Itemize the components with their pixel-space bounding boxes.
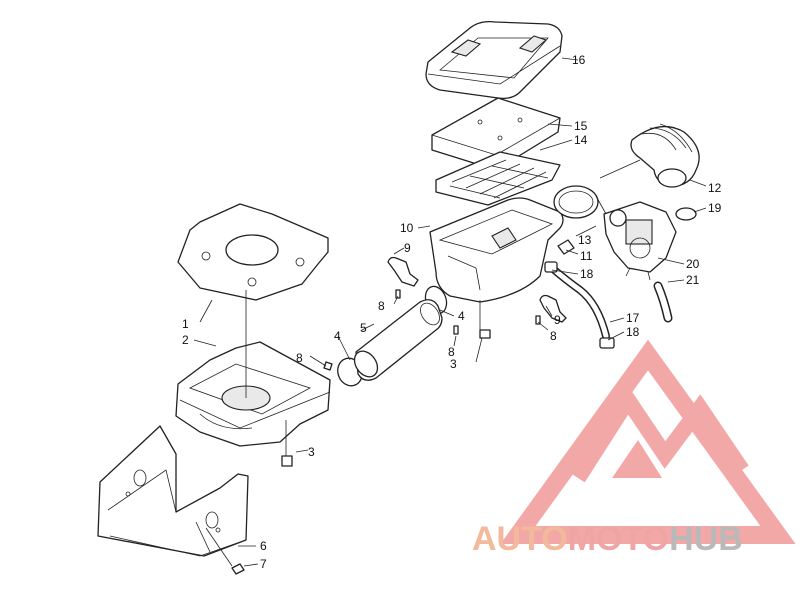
part-18-clamps <box>544 261 615 349</box>
part-14-filter-cage <box>435 151 561 206</box>
part-11-fitting <box>557 239 575 255</box>
callout-1: 1 <box>182 317 189 331</box>
part-2-lower-airbox <box>175 341 331 447</box>
part-13-clamp <box>553 185 599 219</box>
part-8-screws <box>323 289 541 371</box>
leader-lines <box>193 57 707 567</box>
callout-8-upper: 8 <box>378 299 385 313</box>
callout-2: 2 <box>182 333 189 347</box>
watermark-word-moto: MOTO <box>568 520 669 558</box>
part-20-carburetor <box>603 201 677 281</box>
callout-18-bottom: 18 <box>626 325 640 339</box>
callout-5: 5 <box>360 321 367 335</box>
watermark-text: AUTOMOTOHUB <box>472 520 743 558</box>
callout-9-left: 9 <box>404 241 411 255</box>
callout-8-middle: 8 <box>448 345 455 359</box>
part-16-airbox-cover <box>425 20 563 100</box>
callout-14: 14 <box>574 133 588 147</box>
alignment-lines <box>195 159 641 567</box>
callout-7: 7 <box>260 557 267 571</box>
callout-3-upper: 3 <box>450 357 457 371</box>
part-10-airbox-base <box>429 197 564 303</box>
part-6-splash-shield <box>97 425 249 557</box>
part-7-bolt <box>231 563 245 575</box>
watermark-logo <box>500 339 796 544</box>
callout-3-lower: 3 <box>308 445 315 459</box>
callout-8-right: 8 <box>550 329 557 343</box>
part-3-grommets <box>281 329 491 467</box>
callout-21: 21 <box>686 273 700 287</box>
callout-20: 20 <box>686 257 700 271</box>
part-19-clamp <box>675 207 697 221</box>
watermark-wordmark: AUTOMOTOHUB <box>472 520 743 558</box>
callout-6: 6 <box>260 539 267 553</box>
callout-13: 13 <box>578 233 592 247</box>
callout-17: 17 <box>626 311 640 325</box>
watermark-word-auto: AUTO <box>472 520 568 558</box>
callout-15: 15 <box>574 119 588 133</box>
part-5-intake-duct <box>353 299 443 381</box>
part-12-intake-boot <box>630 123 700 188</box>
callout-11: 11 <box>580 249 593 263</box>
part-9-brackets <box>387 256 567 323</box>
callout-16: 16 <box>572 53 586 67</box>
part-1-seal-plate <box>177 203 329 301</box>
callout-12: 12 <box>708 181 722 195</box>
callout-8-left: 8 <box>296 351 303 365</box>
callout-18-top: 18 <box>580 267 594 281</box>
callout-10: 10 <box>400 221 414 235</box>
callout-9-right: 9 <box>554 313 561 327</box>
callout-4-right: 4 <box>458 309 465 323</box>
part-21-hose <box>653 281 673 323</box>
part-17-drain-hose <box>548 264 610 340</box>
callout-4-left: 4 <box>334 329 341 343</box>
callout-19: 19 <box>708 201 722 215</box>
callout-labels: 16 15 14 12 19 13 11 18 20 21 17 18 10 9… <box>182 53 722 571</box>
watermark-word-hub: HUB <box>669 520 743 558</box>
